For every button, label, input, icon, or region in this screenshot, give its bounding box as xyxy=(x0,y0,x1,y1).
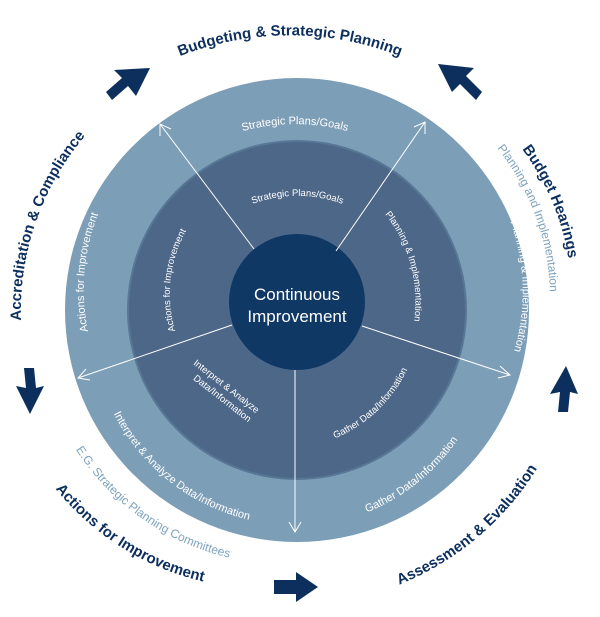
spoke-left xyxy=(77,324,233,379)
spoke-right-arrowhead xyxy=(497,365,512,379)
center-circle xyxy=(229,234,365,370)
center-title-line1: Continuous xyxy=(254,285,340,304)
spoke-top-right xyxy=(335,121,426,252)
spoke-top-left-arrowhead xyxy=(159,123,172,136)
arrow-left-icon xyxy=(16,368,44,414)
spoke-right xyxy=(361,325,511,376)
arrow-top-left-icon xyxy=(106,68,150,100)
arrow-bottom-icon xyxy=(274,572,318,602)
arrow-right-icon xyxy=(550,366,578,412)
center-title-line2: Improvement xyxy=(247,307,346,326)
spokes xyxy=(77,121,512,533)
cycle-arrows xyxy=(16,64,578,602)
arrow-top-right-icon xyxy=(438,64,482,100)
spoke-bottom-arrowhead xyxy=(288,521,302,533)
label-budgeting: Budgeting & Strategic Planning xyxy=(175,22,404,60)
spoke-left-arrowhead xyxy=(77,368,91,381)
spoke-top-left xyxy=(159,123,255,250)
spoke-top-right-arrowhead xyxy=(413,121,426,134)
